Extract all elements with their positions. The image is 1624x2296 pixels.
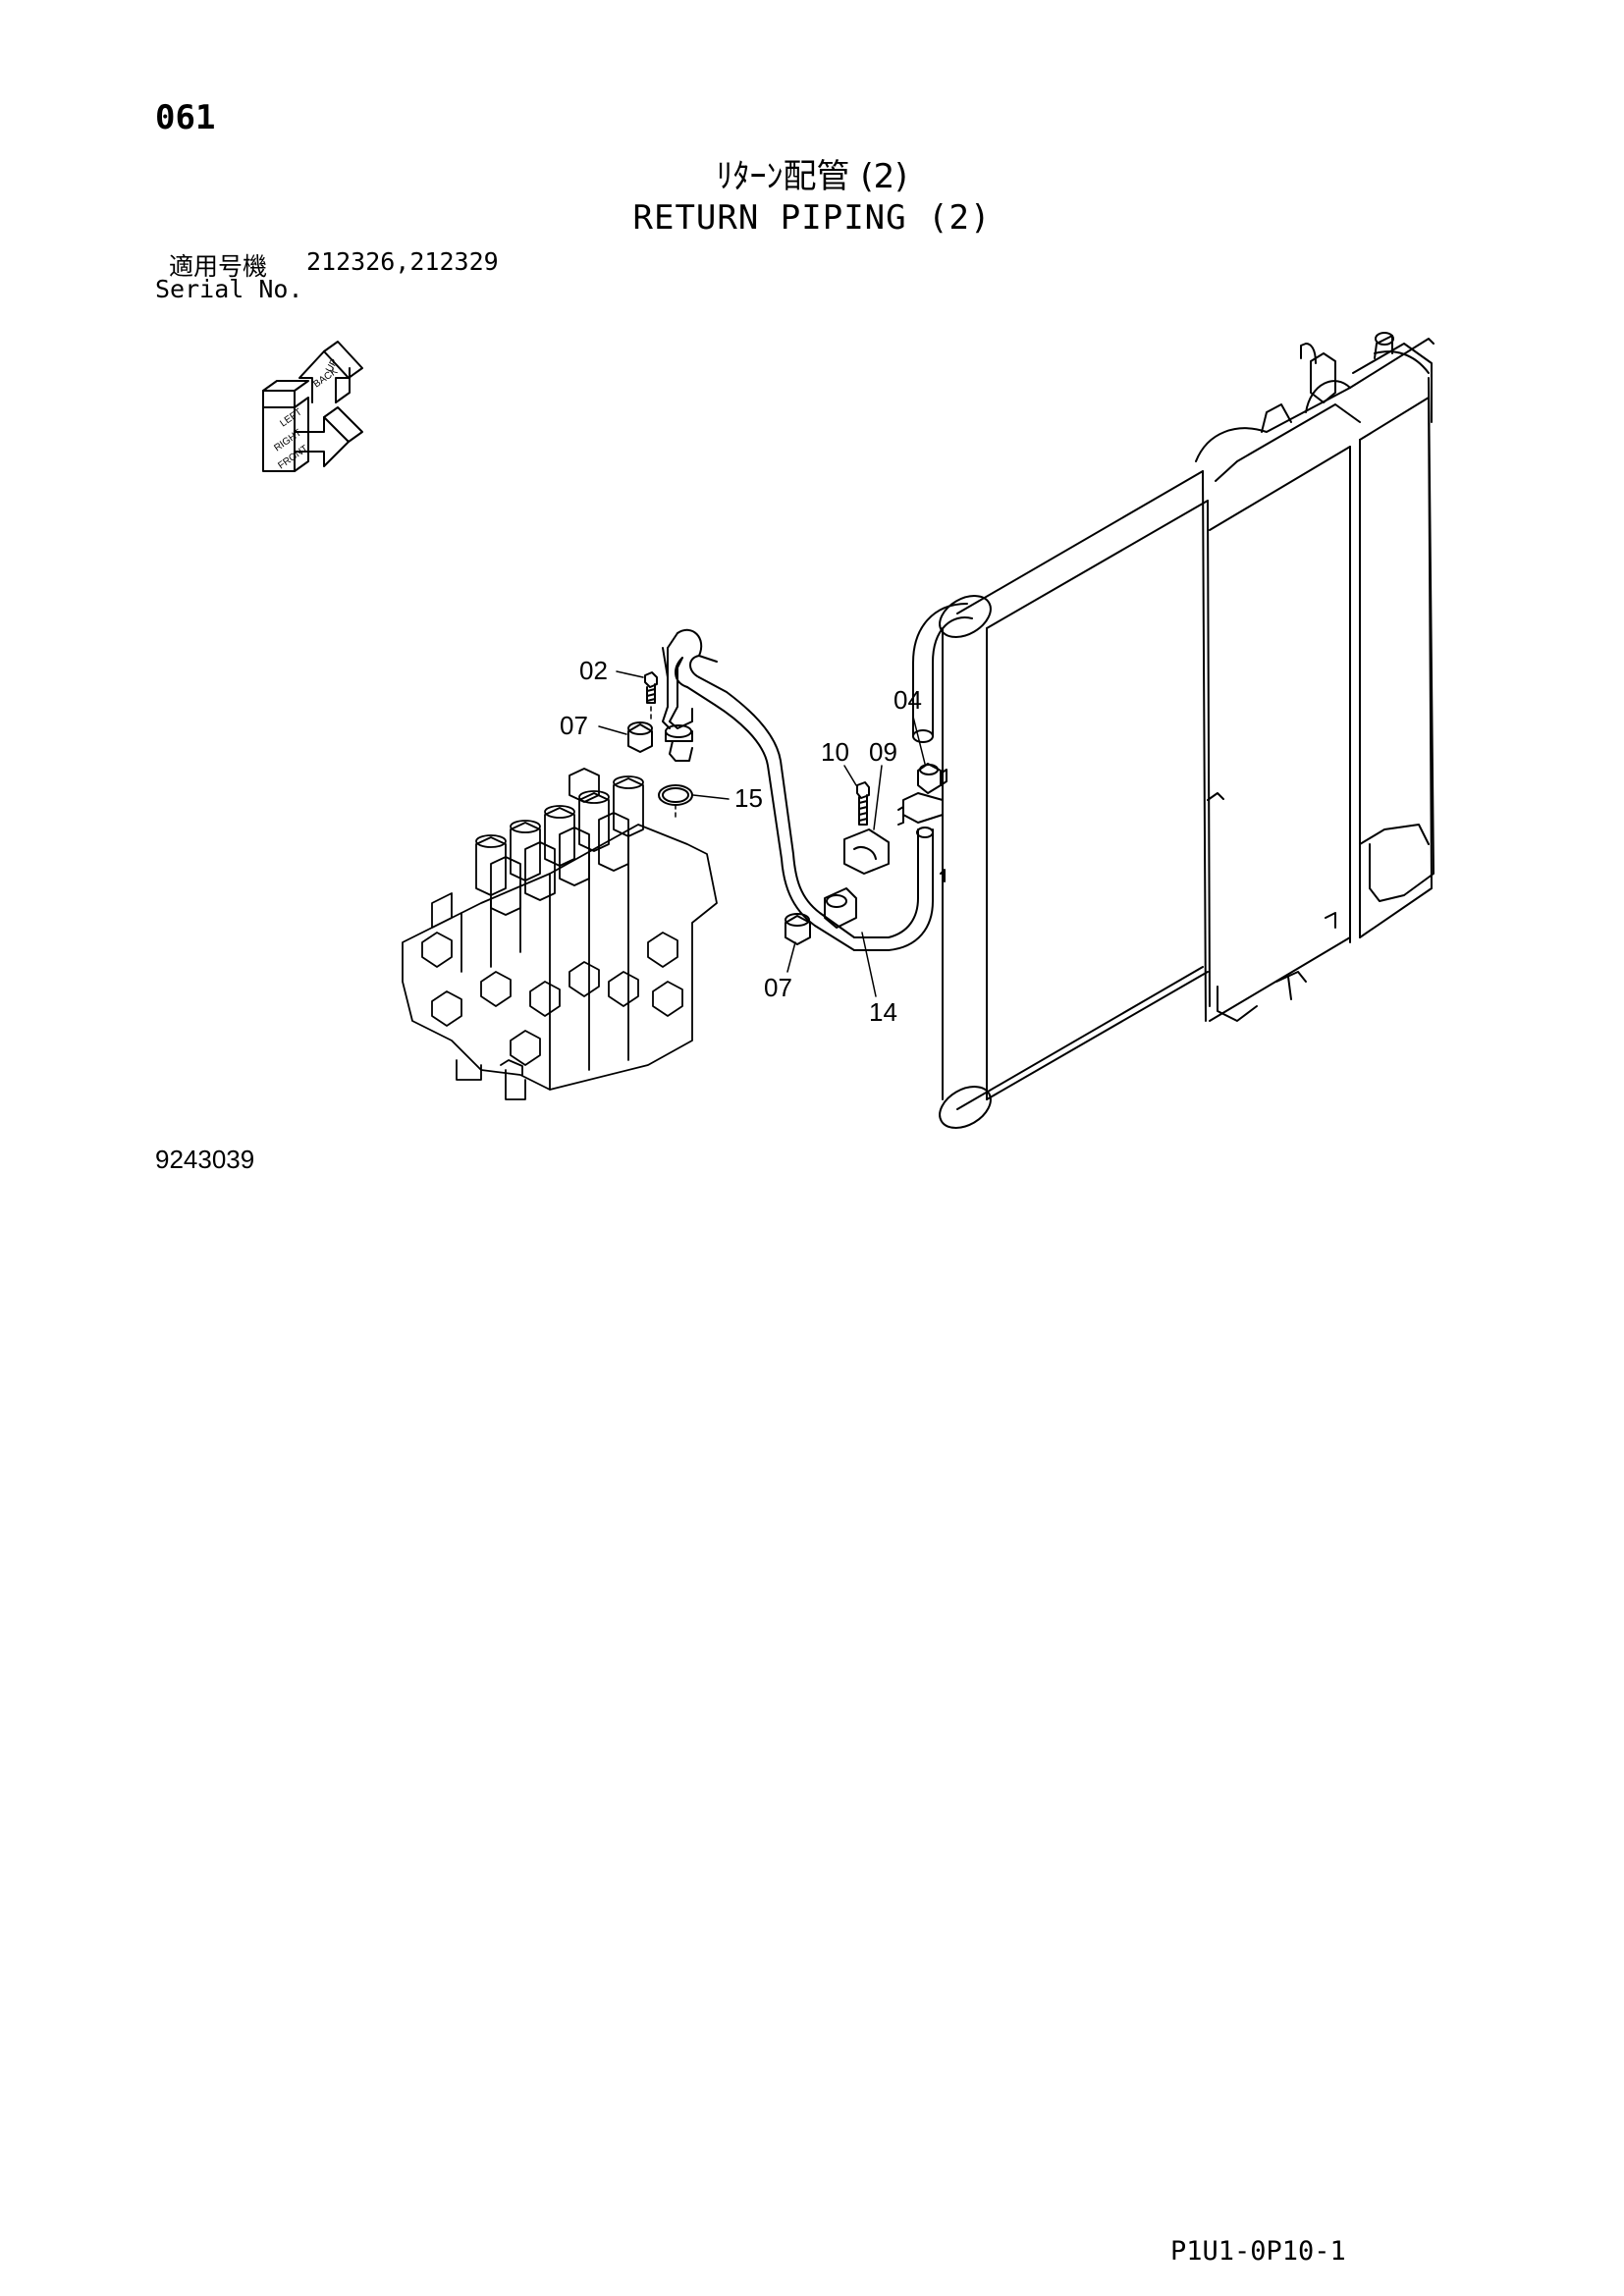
page-title-jp: ﾘﾀｰﾝ配管 (2) (716, 157, 908, 196)
callout-02: 02 (579, 656, 608, 685)
document-code: P1U1-0P10-1 (1170, 2236, 1346, 2267)
orientation-label-left: LEFT (278, 406, 303, 429)
serial-numbers: 212326,212329 (306, 247, 499, 276)
page-number: 061 (155, 98, 216, 137)
orientation-arrows-icon: LEFT RIGHT FRONT BACK UP (262, 341, 363, 472)
callout-04: 04 (893, 685, 922, 715)
page-title-en: RETURN PIPING (2) (632, 198, 992, 238)
callout-14: 14 (869, 997, 897, 1027)
callout-07-upper: 07 (560, 711, 588, 740)
control-valve-icon (402, 768, 718, 1100)
callouts: 02 07 15 10 09 04 07 14 (560, 656, 922, 1027)
serial-label-en: Serial No. (155, 275, 303, 303)
callout-15: 15 (734, 783, 763, 813)
callout-07-lower: 07 (764, 973, 792, 1002)
illustration-id: 9243039 (155, 1145, 255, 1174)
parts-diagram: LEFT RIGHT FRONT BACK UP (262, 332, 1435, 1129)
return-pipe-icon (627, 603, 973, 951)
callout-10: 10 (821, 737, 849, 767)
radiator-icon (939, 332, 1435, 1129)
callout-09: 09 (869, 737, 897, 767)
serial-label-jp: 適用号機 (169, 252, 268, 281)
leader-lines (598, 670, 926, 997)
